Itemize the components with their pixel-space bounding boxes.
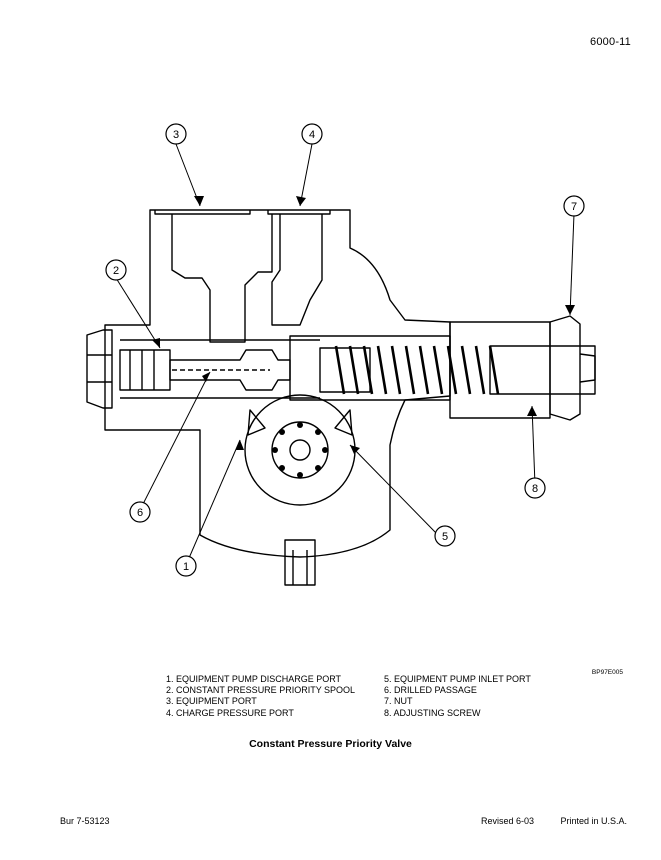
callout-7 xyxy=(563,195,585,217)
callout-8-label: 8 xyxy=(532,483,538,495)
callout-6-label: 6 xyxy=(137,507,143,519)
figure-caption: Constant Pressure Priority Valve xyxy=(249,738,412,750)
legend-item: 7. NUT xyxy=(384,696,413,707)
callout-5-label: 5 xyxy=(442,531,448,543)
mount-stub xyxy=(284,539,316,586)
valve-cutaway-figure: 3 4 2 7 8 5 6 1 xyxy=(60,110,620,590)
port-4-cavity xyxy=(271,214,323,326)
parts-legend: 1. EQUIPMENT PUMP DISCHARGE PORT 5. EQUI… xyxy=(166,674,586,719)
callout-4-label: 4 xyxy=(309,129,315,141)
callout-2 xyxy=(105,259,127,281)
footer-printed: Printed in U.S.A. xyxy=(560,816,627,826)
legend-item: 1. EQUIPMENT PUMP DISCHARGE PORT xyxy=(166,674,342,684)
legend-item: 2. CONSTANT PRESSURE PRIORITY SPOOL xyxy=(166,685,356,696)
priority-spool xyxy=(119,349,171,391)
port-3-cavity xyxy=(171,214,273,343)
footer-doc-number: Bur 7-53123 xyxy=(60,816,110,826)
port-4-flange xyxy=(267,210,331,215)
callout-5 xyxy=(434,525,456,547)
legend-item: 5. EQUIPMENT PUMP INLET PORT xyxy=(384,674,531,684)
legend-item: 4. CHARGE PRESSURE PORT xyxy=(166,707,294,718)
legend-item: 3. EQUIPMENT PORT xyxy=(166,696,257,707)
callout-3 xyxy=(165,123,187,145)
callout-1 xyxy=(175,555,197,577)
legend-item: 6. DRILLED PASSAGE xyxy=(384,685,477,696)
page-number: 6000-11 xyxy=(590,36,631,48)
callout-4 xyxy=(301,123,323,145)
end-plug xyxy=(86,329,113,409)
legend-item: 8. ADJUSTING SCREW xyxy=(384,707,481,718)
callout-6 xyxy=(129,501,151,523)
spring xyxy=(334,345,500,395)
callout-2-label: 2 xyxy=(113,265,119,277)
callout-7-label: 7 xyxy=(571,201,577,213)
port-3-flange xyxy=(154,210,251,215)
figure-code: BP97E005 xyxy=(591,669,623,676)
valve-body-outline xyxy=(104,209,451,558)
footer-revision: Revised 6-03 xyxy=(481,816,535,826)
adjusting-screw-body xyxy=(489,345,596,395)
callout-8 xyxy=(524,477,546,499)
lock-nut xyxy=(549,315,581,421)
valve-drawing: 3 4 2 7 8 5 6 1 xyxy=(86,123,596,586)
callout-1-label: 1 xyxy=(183,561,189,573)
gear-housing xyxy=(244,394,356,506)
callout-3-label: 3 xyxy=(173,129,179,141)
